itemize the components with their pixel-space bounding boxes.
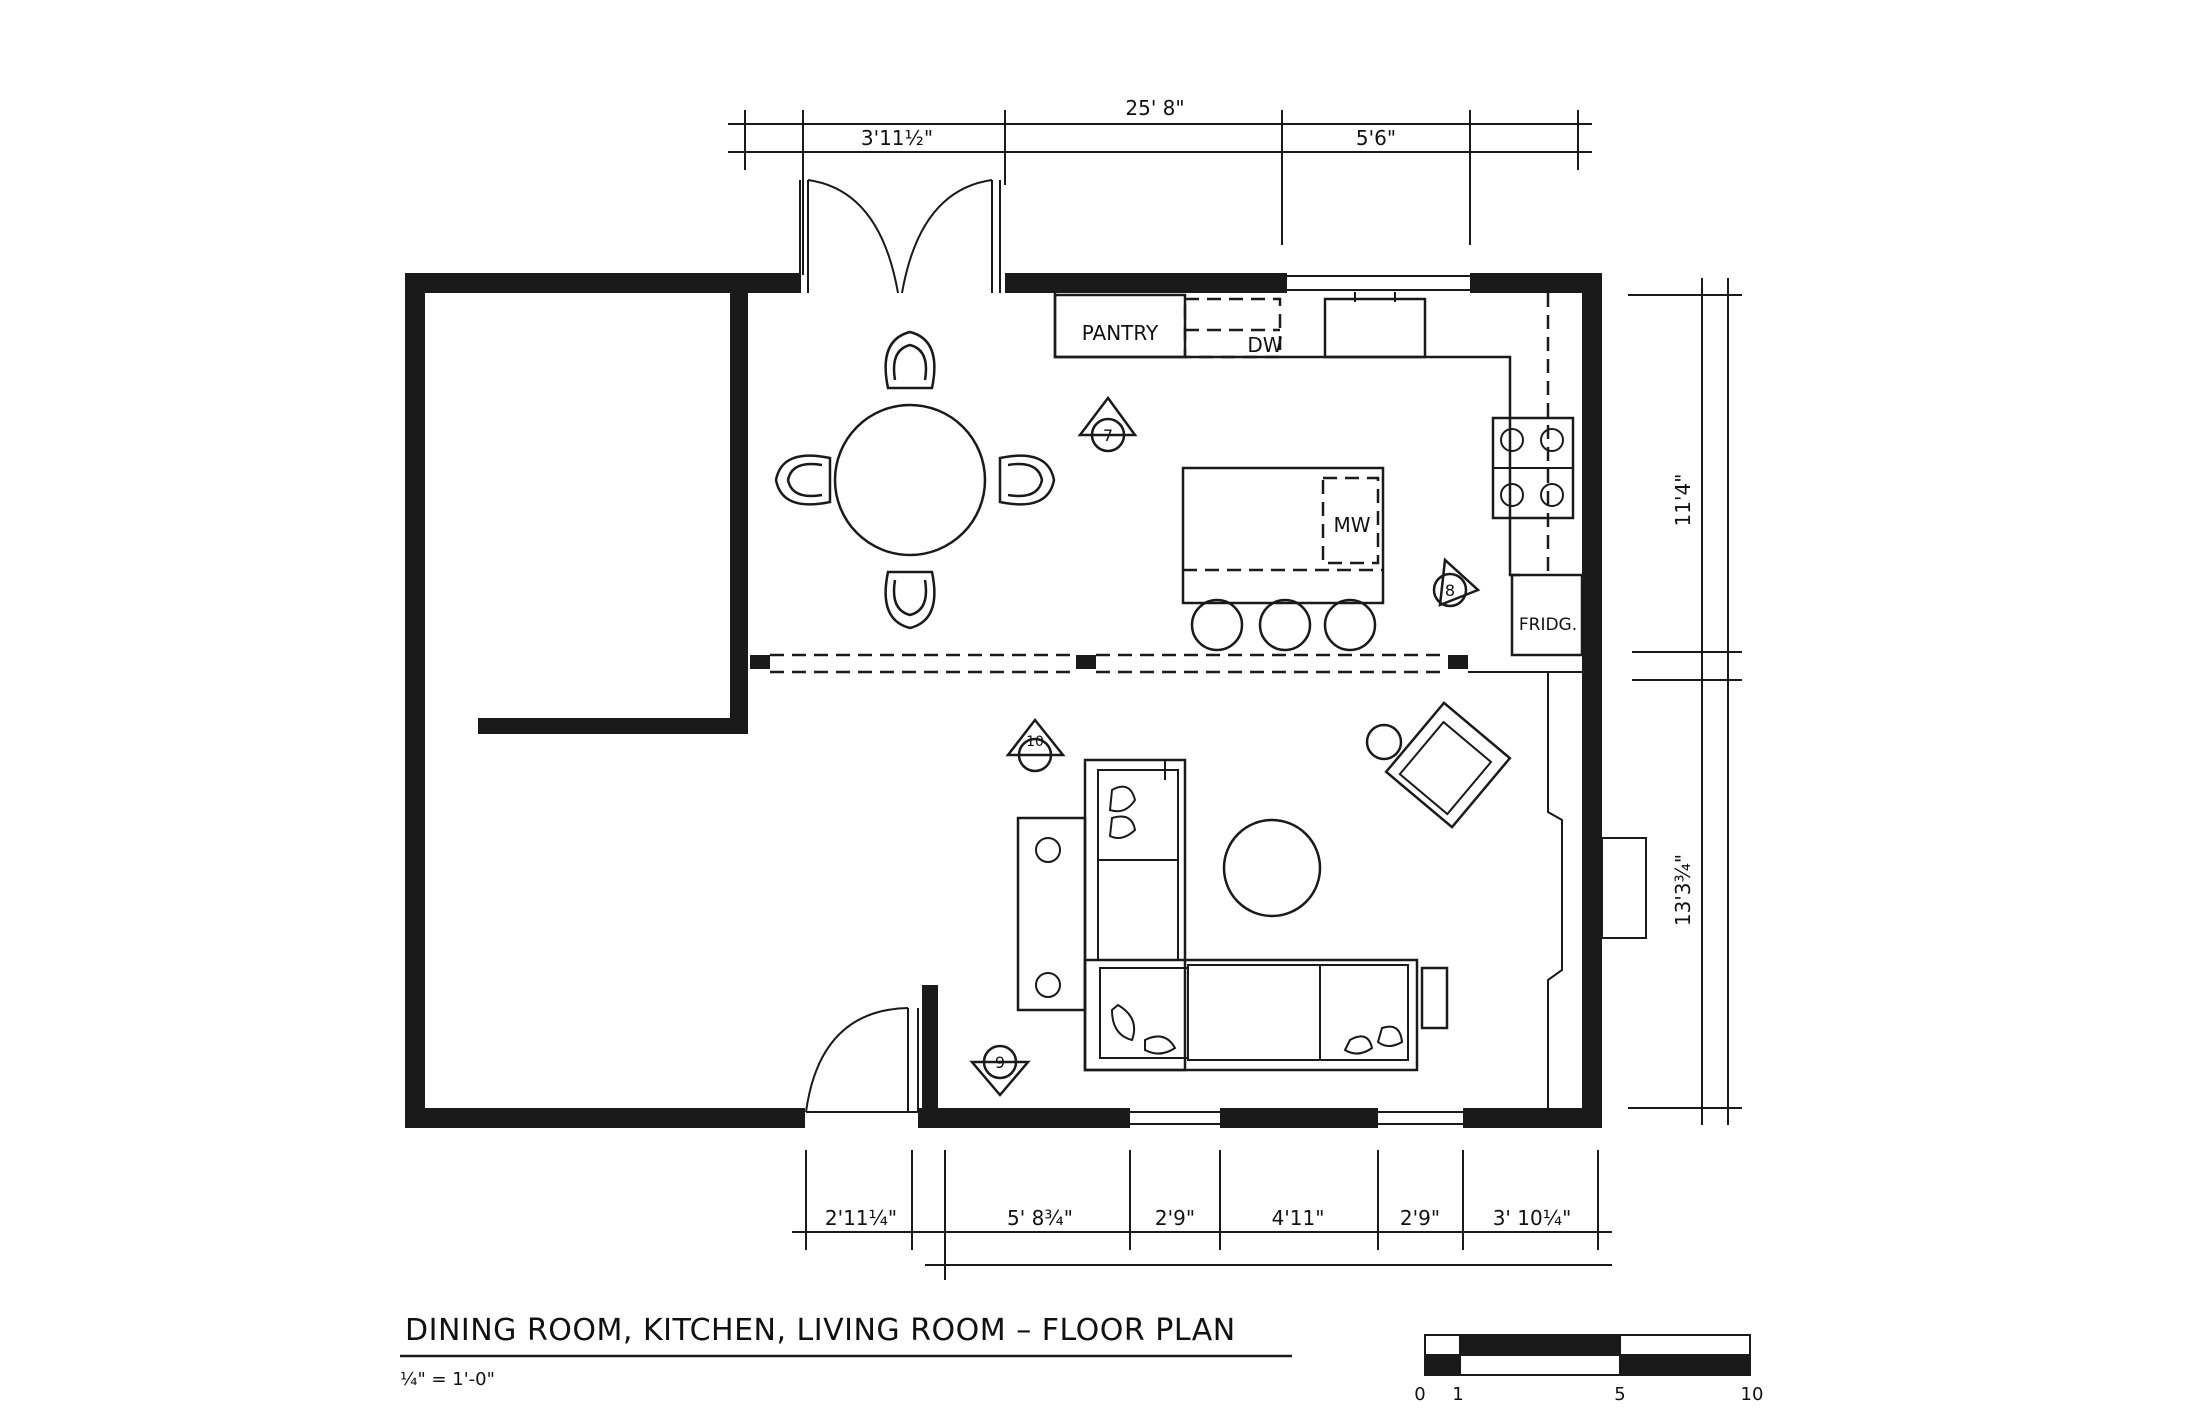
- coffee-table: [1222, 818, 1322, 918]
- kitchen-counters: [1053, 292, 1584, 657]
- marker-10-label: 10: [1026, 734, 1044, 750]
- dim-bottom-5: 2'9": [1400, 1206, 1440, 1230]
- interior-walls: [478, 292, 1468, 1125]
- front-door-bottom: [805, 1007, 919, 1113]
- dim-top-window: 5'6": [1356, 126, 1396, 150]
- drawing-scale: ¼" = 1'-0": [400, 1369, 495, 1390]
- living-wall-jog: [1547, 672, 1563, 1108]
- dim-bottom-3: 2'9": [1155, 1206, 1195, 1230]
- side-table-left: [1016, 816, 1087, 1012]
- drawing-title: DINING ROOM, KITCHEN, LIVING ROOM – FLOO…: [405, 1313, 1236, 1348]
- fireplace-hearth: [1601, 837, 1647, 939]
- marker-8-label: 8: [1445, 581, 1455, 600]
- double-door-top: [799, 179, 1001, 294]
- scale-tick-0: 0: [1414, 1384, 1425, 1405]
- fridge-label: FRIDG.: [1519, 615, 1577, 635]
- dishwasher-label: DW: [1247, 333, 1282, 357]
- end-table-right: [1420, 966, 1449, 1030]
- dining-set: [774, 330, 1056, 630]
- dim-bottom-4: 4'11": [1272, 1206, 1325, 1230]
- dim-right-upper: 11'4": [1671, 474, 1695, 527]
- dim-bottom-6: 3' 10¼": [1493, 1206, 1572, 1230]
- dim-right-lower: 13'3¾": [1671, 854, 1695, 926]
- top-dimension-lines: [728, 110, 1592, 275]
- bottom-windows: [1130, 275, 1470, 1125]
- right-dimension-lines: [1628, 278, 1742, 1125]
- pantry-label: PANTRY: [1082, 321, 1159, 345]
- dim-top-overall: 25' 8": [1125, 96, 1184, 120]
- scale-tick-5: 5: [1614, 1384, 1625, 1405]
- armchair: [1384, 701, 1512, 829]
- bottom-dimension-lines: [792, 1150, 1612, 1280]
- view-marker-8: [1432, 557, 1481, 608]
- dim-bottom-2: 5' 8¾": [1007, 1206, 1073, 1230]
- view-marker-9: [969, 1044, 1031, 1097]
- view-marker-10: [1005, 717, 1066, 773]
- armchair-side-table: [1365, 723, 1403, 761]
- exterior-walls: [405, 273, 1602, 1128]
- room-divider-dashed: [770, 653, 1582, 674]
- marker-9-label: 9: [995, 1053, 1005, 1072]
- microwave-label: MW: [1333, 513, 1370, 537]
- kitchen-island: [1181, 466, 1385, 652]
- sectional-sofa: [1083, 758, 1419, 1072]
- dim-bottom-1: 2'11¼": [825, 1206, 897, 1230]
- graphic-scale-bar: [1424, 1334, 1751, 1376]
- scale-tick-10: 10: [1741, 1384, 1764, 1405]
- marker-7-label: 7: [1103, 426, 1113, 445]
- dim-top-door: 3'11½": [861, 126, 933, 150]
- view-marker-7: [1077, 395, 1138, 453]
- scale-tick-1: 1: [1452, 1384, 1463, 1405]
